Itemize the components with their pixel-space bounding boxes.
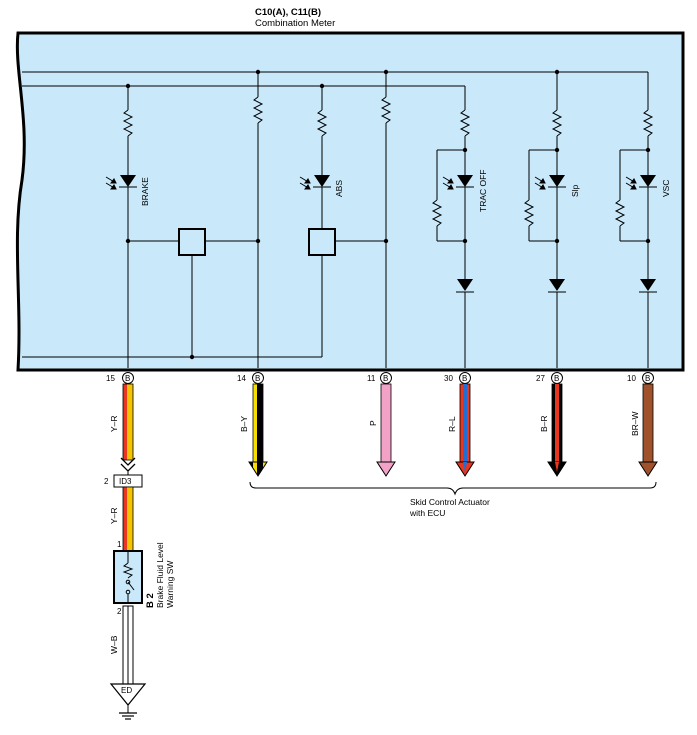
indicator-label-abs: ABS [334,180,344,197]
svg-text:B: B [554,374,559,383]
wire-label-15: Y–R [109,415,119,432]
indicator-label-brake: BRAKE [140,177,150,206]
wire-label-10: BR–W [630,411,640,436]
wire-label-30: R–L [447,416,457,432]
ground-point-ed: ED [109,683,147,720]
svg-text:B: B [462,374,467,383]
wire-y-r-upper [120,383,136,475]
ecu-label-line2: with ECU [409,508,445,518]
svg-text:14: 14 [237,374,246,383]
indicator-label-vsc: VSC [661,180,671,197]
indicator-label-slp: Slp [570,184,580,197]
wire-label-junction: Y–R [109,507,119,524]
svg-text:1: 1 [117,540,122,549]
svg-text:27: 27 [536,374,545,383]
terminal-11: 11 B [367,372,396,477]
svg-text:ED: ED [121,686,132,695]
combination-meter-panel [15,31,685,372]
svg-text:15: 15 [106,374,115,383]
switch-code: B 2 [145,593,156,608]
wire-w-b [122,605,134,685]
wire-label-27: B–R [539,415,549,432]
brake-fluid-level-switch: 1 2 [113,540,143,616]
svg-text:B: B [645,374,650,383]
wire-label-11: P [368,420,378,426]
junction-connector-id3: 2 ID3 [104,474,143,488]
svg-text:10: 10 [627,374,636,383]
component-title: Combination Meter [255,18,335,29]
indicator-label-trac-off: TRAC OFF [478,170,488,213]
svg-text:B: B [125,374,130,383]
meter-internal-circuit [22,69,657,368]
svg-text:B: B [255,374,260,383]
switch-name-line1: Brake Fluid Level [155,542,165,608]
terminal-10: 10 B [627,372,658,477]
svg-text:2: 2 [117,607,122,616]
svg-text:11: 11 [367,374,376,383]
wire-label-14: B–Y [239,416,249,432]
ecu-label-line1: Skid Control Actuator [410,497,490,507]
terminal-30: 30 B [444,372,475,477]
svg-text:B: B [383,374,388,383]
svg-text:ID3: ID3 [119,477,132,486]
ecu-bracket [249,481,657,496]
terminal-14: 14 B [237,372,268,477]
terminal-27: 27 B [536,372,567,477]
terminal-15: 15 B [106,372,134,384]
wire-y-r-lower [122,486,134,552]
switch-name-line2: Warning SW [165,561,175,608]
connector-title: C10(A), C11(B) [255,7,321,18]
svg-text:2: 2 [104,477,109,486]
svg-text:30: 30 [444,374,453,383]
led-light-arrows [105,176,637,190]
wire-label-ground: W–B [109,635,119,654]
